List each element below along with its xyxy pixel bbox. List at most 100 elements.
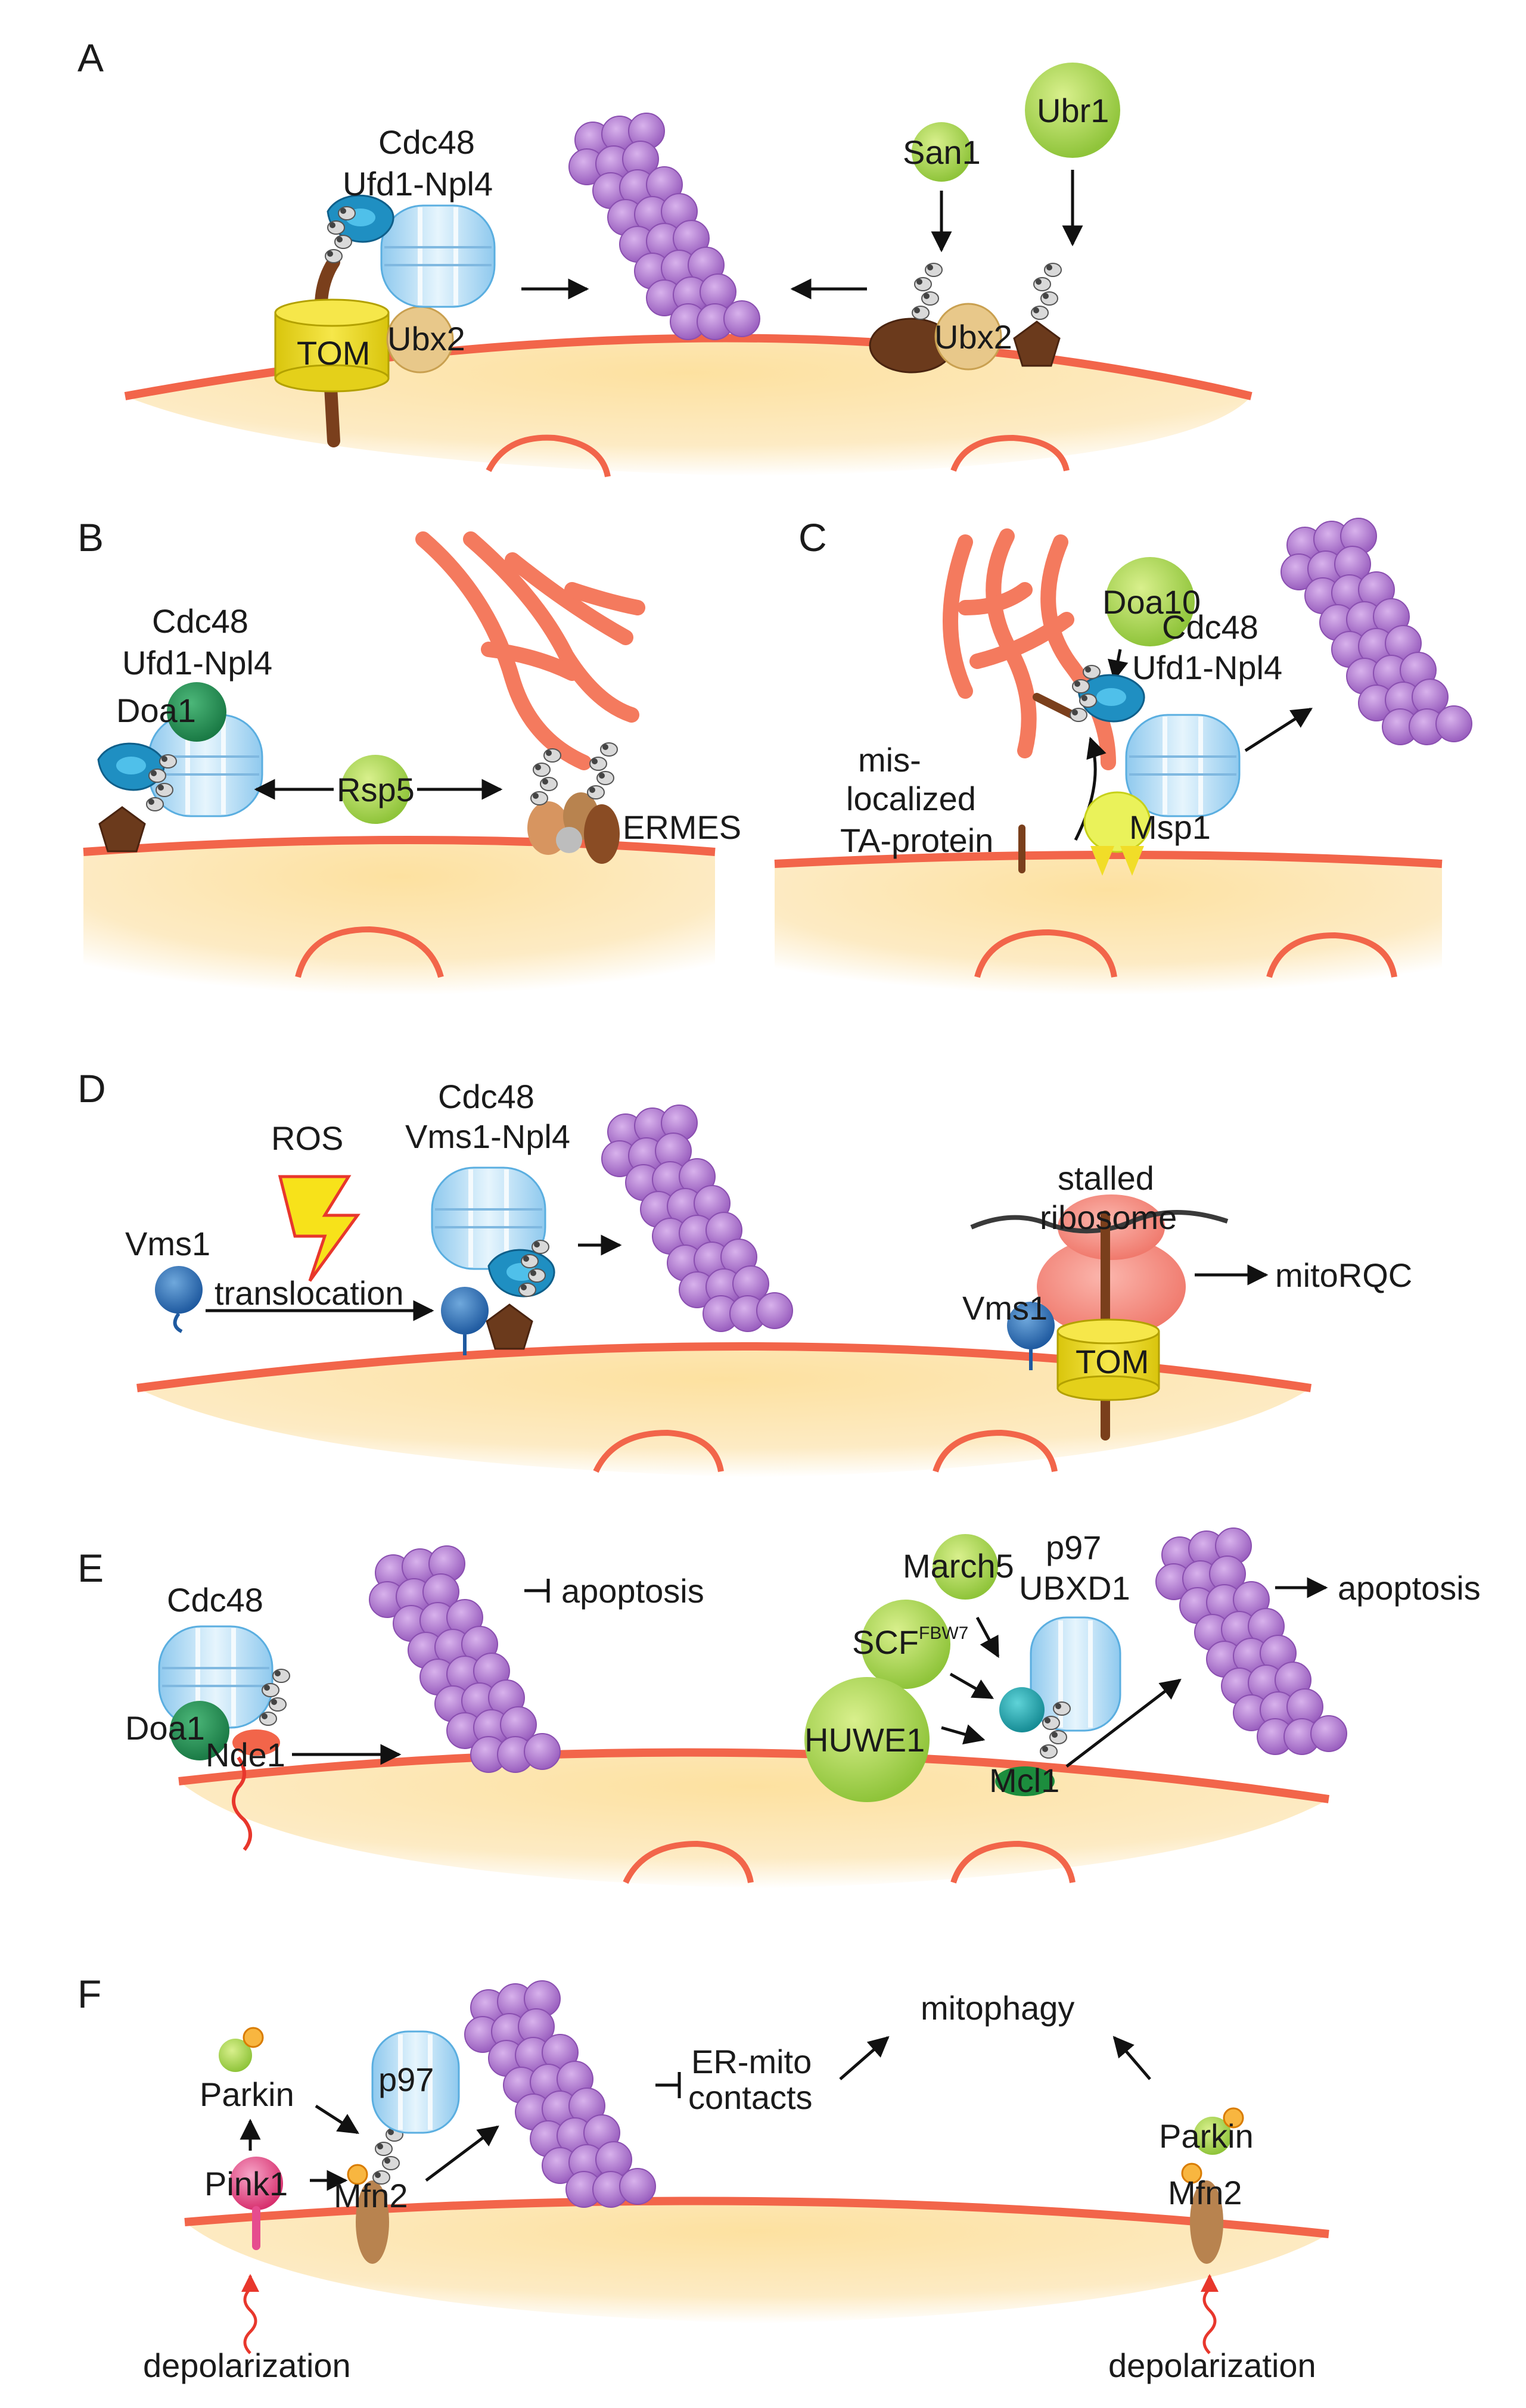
proteasome-f — [464, 1980, 656, 2208]
msp1-node — [1083, 791, 1151, 876]
panel-b: B Doa1 Cdc48 Ufd1-Npl4 Rsp5 — [77, 515, 741, 995]
cdc48-hexamer-c — [1126, 715, 1239, 816]
mitorqc-label: mitoRQC — [1275, 1256, 1412, 1294]
vms1-free — [155, 1266, 203, 1333]
ufd1-npl4-label-a: Ufd1-Npl4 — [343, 165, 493, 203]
parkin-node-right — [1194, 2107, 1244, 2155]
huwe1-label: HUWE1 — [804, 1721, 925, 1759]
panel-a: A TOM Ubx2 Cdc48 Ufd1-Npl4 San1 — [77, 36, 1252, 478]
nde1-label: Nde1 — [206, 1736, 285, 1774]
tom-complex-d: TOM — [1056, 1318, 1160, 1401]
mislocalized-label-1: mis- — [858, 741, 921, 779]
mislocalized-label-3: TA-protein — [840, 822, 993, 859]
doa10-label: Doa10 — [1102, 583, 1201, 621]
proteasome-e-left — [369, 1545, 561, 1773]
p97-hexamer-e — [1030, 1616, 1121, 1732]
doa1-node-e — [170, 1701, 229, 1760]
proteasome-a — [568, 113, 760, 340]
outer-membrane-e — [178, 1748, 1330, 1803]
doa1-node-b — [167, 682, 226, 742]
panel-letter-f: F — [77, 1972, 101, 2016]
march5-node — [933, 1534, 998, 1600]
mislocalized-label-2: localized — [846, 780, 976, 817]
mito-matrix-a — [125, 338, 1251, 477]
scf-node — [861, 1600, 950, 1689]
ubiquitin-chain-b3 — [587, 742, 618, 799]
tom-label-d: TOM — [1076, 1343, 1149, 1380]
ubxd1-label: UBXD1 — [1019, 1569, 1130, 1607]
cdc48-label-d: Cdc48 — [438, 1078, 534, 1115]
ermes-complex — [527, 792, 620, 864]
pink1-label: Pink1 — [204, 2165, 288, 2202]
mfn2-node-right — [1181, 2163, 1223, 2264]
p97-label-e: p97 — [1046, 1529, 1101, 1566]
depolarization-wave-left — [241, 2274, 259, 2354]
vms1-bound — [441, 1287, 489, 1355]
mrna-strand — [970, 1210, 1229, 1234]
ubx2-right-a: Ubx2 — [934, 303, 1012, 371]
cdc48-label-b: Cdc48 — [152, 602, 248, 640]
march5-label: March5 — [903, 1547, 1014, 1585]
panel-d: D ROS Vms1 translocation Cdc48 Vms1-Npl4… — [77, 1066, 1412, 1477]
ubiquitin-chain-a3 — [1031, 263, 1062, 320]
substrate-b — [98, 806, 146, 853]
msp1-label: Msp1 — [1129, 808, 1211, 846]
ros-lightning-icon — [278, 1175, 360, 1282]
doa1-label-b: Doa1 — [116, 692, 196, 729]
nde1-node — [232, 1729, 280, 1756]
inhibit-arrow-left — [524, 1579, 550, 1603]
nde1-tail — [232, 1756, 252, 1851]
substrate-d — [486, 1303, 533, 1350]
vms1-label-right: Vms1 — [962, 1289, 1048, 1327]
mitophagy-label: mitophagy — [921, 1989, 1074, 2027]
cdc48-label-c: Cdc48 — [1162, 608, 1258, 646]
doa1-label-e: Doa1 — [125, 1709, 205, 1747]
rsp5-node: Rsp5 — [337, 755, 415, 824]
mfn2-node-left — [347, 2164, 389, 2264]
panel-c: C Doa10 Cdc48 Ufd1-Npl4 Ms — [774, 515, 1472, 995]
ermes-label: ERMES — [623, 808, 741, 846]
ubr1-label: Ubr1 — [1037, 92, 1109, 129]
san1-label: San1 — [903, 133, 981, 171]
vms1-npl4-label: Vms1-Npl4 — [405, 1118, 570, 1155]
mcl1-label: Mcl1 — [989, 1762, 1059, 1799]
san1-node: San1 — [903, 122, 981, 182]
panel-letter-d: D — [77, 1066, 106, 1110]
scf-label: SCFFBW7 — [852, 1623, 968, 1661]
ubiquitin-chain-f — [372, 2127, 403, 2185]
ros-label: ROS — [271, 1119, 343, 1157]
ufd1-npl4-cofactor-b — [97, 742, 165, 791]
parkin-label-right: Parkin — [1159, 2117, 1254, 2155]
ufd1-npl4-label-c: Ufd1-Npl4 — [1132, 649, 1282, 686]
stalled-label: stalled — [1058, 1159, 1154, 1197]
mfn2-label-left: Mfn2 — [334, 2177, 408, 2214]
panel-letter-b: B — [77, 515, 104, 559]
ubx2-label-left: Ubx2 — [387, 320, 465, 357]
panel-letter-e: E — [77, 1546, 104, 1590]
outer-membrane-c — [774, 851, 1443, 868]
ufd1-npl4-label-b: Ufd1-Npl4 — [122, 644, 272, 682]
cdc48-hexamer-a — [381, 206, 495, 307]
panel-f: F Parkin Pink1 Mfn2 p97 ER-m — [77, 1972, 1329, 2384]
cdc48-label-e: Cdc48 — [167, 1581, 263, 1619]
panel-letter-a: A — [77, 36, 104, 80]
proteasome-d — [601, 1105, 793, 1332]
ubiquitin-chain-a2 — [912, 263, 943, 320]
p97-label-f: p97 — [378, 2061, 434, 2098]
er-tubules-c — [943, 528, 1116, 770]
proteasome-e-right — [1155, 1527, 1347, 1755]
rsp5-label: Rsp5 — [337, 771, 415, 808]
depolarization-label-right: depolarization — [1108, 2347, 1316, 2384]
translocation-label: translocation — [215, 1274, 404, 1312]
pink1-node — [229, 2157, 283, 2250]
depolarization-wave-right — [1201, 2274, 1219, 2354]
doa10-node: Doa10 — [1102, 557, 1201, 646]
apoptosis-label-left: apoptosis — [561, 1572, 704, 1610]
ubiquitin-chain-b2 — [530, 748, 561, 805]
ribosome-label: ribosome — [1040, 1199, 1177, 1236]
ubx2-label-right: Ubx2 — [934, 318, 1012, 356]
depolarization-label-left: depolarization — [143, 2347, 351, 2384]
substrate-a-right — [1013, 321, 1061, 367]
outer-membrane-b — [83, 836, 716, 856]
